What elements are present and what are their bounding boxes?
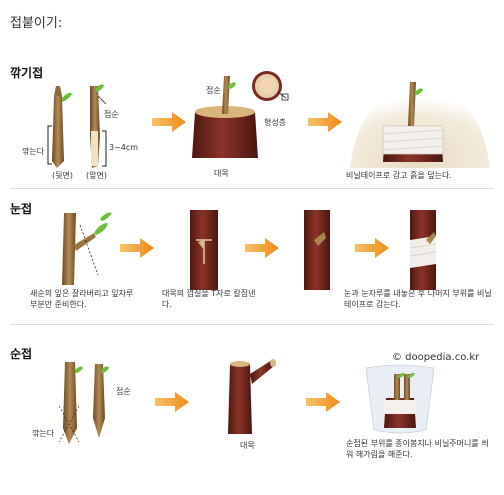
label-back: (뒷면) [52, 171, 73, 180]
label-cambium: 형성층 [264, 118, 287, 127]
label-whip-stock: 대목 [240, 441, 255, 450]
label-scion-mid: 접순 [206, 86, 221, 95]
section-title-cleft: 깎기접 [10, 66, 44, 80]
cleft-final-illustration [350, 80, 490, 168]
bud-wrapped-illustration [409, 210, 437, 290]
label-cut: 깎는다 [22, 147, 45, 156]
whip-final-caption: 순접된 부위를 종이봉지나 비닐주머니를 씌워 해가림을 해준다. [346, 439, 489, 459]
section-divider [10, 188, 494, 189]
section-divider [10, 324, 494, 325]
arrow-icon [120, 238, 154, 258]
arrow-icon [245, 238, 279, 258]
label-whip-scion: 접순 [116, 387, 131, 396]
bud-branch-illustration [62, 212, 112, 285]
cleft-final-caption: 비닐테이프로 감고 흙을 덮는다. [346, 171, 452, 180]
cleft-stock-illustration [192, 71, 289, 158]
bud-stock-tcut-illustration [190, 210, 218, 290]
bud-caption-2: 대목의 껍질을 T자로 칼집낸다. [162, 289, 256, 309]
label-length: 3~4cm [109, 143, 139, 152]
watermark: © doopedia.co.kr [392, 352, 480, 363]
section-title-whip: 순접 [10, 347, 33, 361]
arrow-icon [308, 112, 342, 132]
whip-stock-illustration [228, 359, 276, 434]
arrow-icon [306, 392, 340, 412]
label-scion-top: 접순 [104, 110, 119, 119]
arrow-icon [155, 392, 189, 412]
section-title-bud: 눈접 [10, 202, 33, 216]
whip-bagged-illustration [365, 364, 435, 434]
arrow-icon [355, 238, 389, 258]
page-title: 접붙이기: [10, 16, 63, 31]
bud-caption-1: 새순의 잎은 잘라버리고 잎자루 부분만 준비한다. [30, 289, 134, 309]
bud-inserted-illustration [304, 210, 330, 290]
arrow-icon [152, 112, 186, 132]
whip-scion-illustration [58, 362, 109, 444]
label-front: (앞면) [86, 171, 107, 180]
label-stock: 대목 [214, 169, 229, 178]
bud-caption-3: 눈과 눈자루를 내놓은 후 나머지 부위를 비닐테이프로 감는다. [344, 289, 492, 309]
cleft-scion-illustration [47, 84, 107, 168]
label-whip-cut: 깎는다 [32, 429, 55, 438]
